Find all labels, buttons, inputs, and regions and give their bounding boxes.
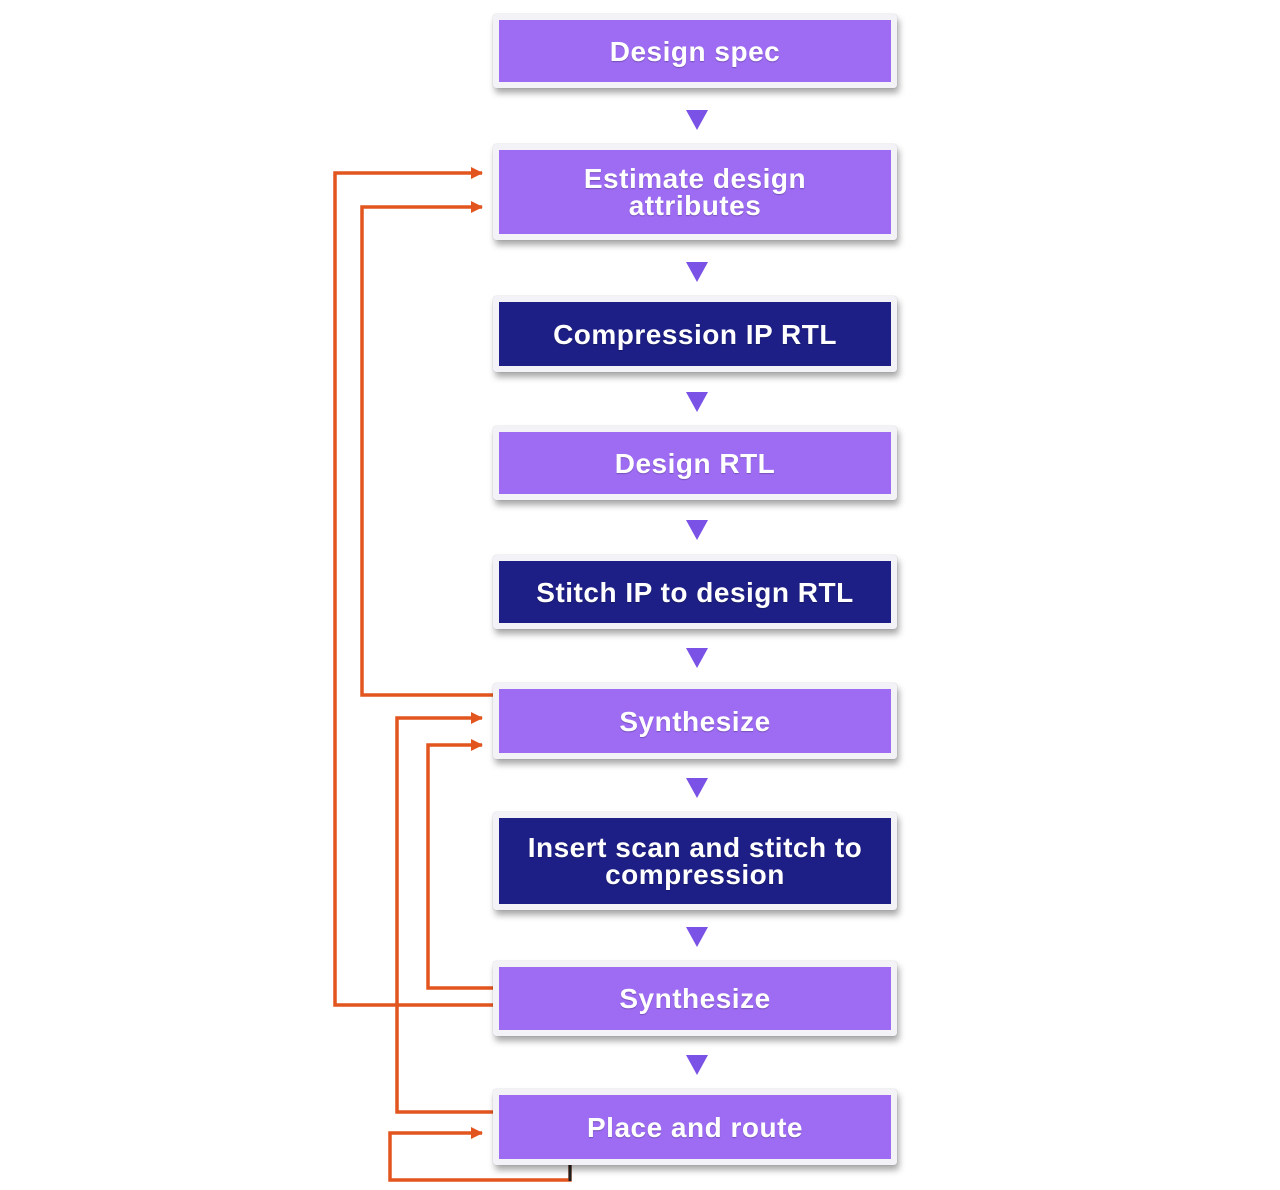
flow-arrow-2: [686, 262, 708, 282]
step-label: Design spec: [609, 35, 781, 67]
step-label: Insert scan and stitch to compression: [527, 832, 863, 890]
step-label: Design RTL: [614, 447, 776, 479]
feedback-lines: [333, 167, 572, 1182]
feedback-line-synthesize2-to-estimate: [333, 167, 495, 1007]
step-label: Stitch IP to design RTL: [536, 576, 854, 608]
step-stitch-ip-to-design-rtl: Stitch IP to design RTL: [493, 555, 897, 629]
step-label: Synthesize: [619, 983, 771, 1014]
step-place-and-route: Place and route: [493, 1089, 897, 1165]
step-synthesize-1: Synthesize: [493, 683, 897, 759]
flow-arrows: [686, 110, 708, 1075]
flow-arrow-5: [686, 648, 708, 668]
step-compression-ip-rtl: Compression IP RTL: [493, 296, 897, 372]
feedback-line-synthesize2-to-synthesize1: [426, 739, 495, 990]
step-design-rtl: Design RTL: [493, 426, 897, 500]
step-label: Synthesize: [619, 705, 771, 737]
flow-arrow-3: [686, 392, 708, 412]
flow-arrow-8: [686, 1055, 708, 1075]
step-estimate-design-attributes: Estimate design attributes: [493, 144, 897, 240]
flow-arrow-6: [686, 778, 708, 798]
flow-arrow-1: [686, 110, 708, 130]
step-label: Estimate design attributes: [583, 163, 807, 221]
flow-arrow-7: [686, 927, 708, 947]
step-design-spec: Design spec: [493, 14, 897, 88]
step-insert-scan-and-stitch: Insert scan and stitch to compression: [493, 812, 897, 910]
feedback-line-place-route-to-synthesize1: [395, 712, 495, 1114]
flow-arrow-4: [686, 520, 708, 540]
feedback-line-synthesize1-to-estimate: [360, 201, 495, 697]
step-label: Place and route: [586, 1111, 803, 1143]
step-label: Compression IP RTL: [553, 318, 837, 350]
step-synthesize-2: Synthesize: [493, 961, 897, 1036]
